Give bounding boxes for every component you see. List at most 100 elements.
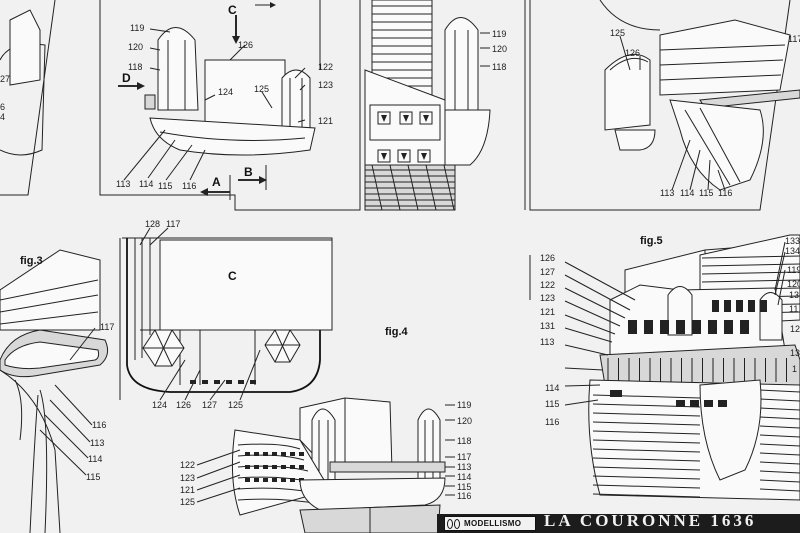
figure-5-title: fig.5 [640, 235, 663, 247]
bracket-tick [226, 380, 232, 384]
label-4: 4 [0, 112, 5, 122]
plank-line [237, 443, 301, 450]
stern-view-top-left [118, 2, 316, 200]
view-a: A [212, 175, 221, 189]
label-117: 117 [788, 34, 800, 44]
window-pane [740, 320, 749, 334]
plank-line [701, 263, 800, 267]
window-pane [724, 300, 731, 312]
port-slot [299, 452, 304, 456]
labels-bottom-center: 119 120 118 117 113 114 115 116 122 123 … [180, 400, 472, 507]
label-113: 113 [660, 188, 674, 198]
window-pane [676, 320, 685, 334]
port-slot [263, 478, 268, 482]
label-124: 124 [218, 87, 233, 97]
window-arrow [381, 153, 387, 160]
label-126: 126 [625, 48, 640, 58]
plank-line [759, 452, 800, 456]
label-125: 125 [228, 400, 243, 410]
port-slot [272, 452, 277, 456]
plank-line [592, 484, 701, 489]
figure-3-title: fig.3 [20, 255, 43, 267]
plank-line [759, 461, 800, 465]
label-116: 116 [718, 188, 732, 198]
view-c: C [228, 3, 237, 17]
window-arrow [423, 115, 429, 122]
plank-line [759, 416, 800, 420]
view-c-lower: C [228, 269, 237, 283]
plank-line [592, 430, 701, 435]
label-118: 118 [128, 62, 142, 72]
label-120: 120 [492, 44, 507, 54]
label-13b: 13 [790, 348, 800, 358]
panel-fig5 [529, 234, 800, 501]
window-pane [760, 300, 767, 312]
view-d: D [122, 71, 131, 85]
port-slot [290, 478, 295, 482]
port-slot [263, 465, 268, 469]
label-125: 125 [610, 28, 625, 38]
label-125: 125 [254, 84, 269, 94]
sheet-title: LA COURONNE 1636 [544, 511, 757, 530]
window-arrow [421, 153, 427, 160]
panel-fig4 [119, 227, 333, 401]
plank-line [592, 457, 701, 462]
window-arrow [381, 115, 387, 122]
port-slot [272, 465, 277, 469]
labels-top-right: 125 126 117 113 114 115 116 [610, 28, 800, 198]
window-pane [724, 320, 733, 334]
label-122: 122 [180, 460, 195, 470]
hatch-line [443, 164, 455, 211]
labels-fig3: fig.3 117 116 113 114 115 [20, 255, 114, 482]
gun-port [610, 390, 622, 397]
window-pane [748, 300, 755, 312]
label-119: 119 [457, 400, 471, 410]
label-115: 115 [86, 472, 100, 482]
bracket-tick [190, 380, 196, 384]
labels-fig4: fig.4 C 128 117 124 126 127 125 [145, 219, 408, 410]
label-11: 11 [789, 304, 798, 314]
port-slot [245, 452, 250, 456]
label-121: 121 [180, 485, 195, 495]
label-115: 115 [457, 482, 471, 492]
label-119: 119 [130, 23, 144, 33]
bracket-tick [250, 380, 256, 384]
brand-badge: MODELLISMO [444, 516, 536, 531]
label-117: 117 [457, 452, 471, 462]
label-12: 12 [790, 324, 800, 334]
label-13a: 13 [789, 290, 799, 300]
label-114: 114 [457, 472, 471, 482]
stern-view-bottom-center [196, 397, 455, 533]
panel-top-right [529, 0, 800, 211]
brand-logo-icon [447, 518, 461, 529]
figure-4-title: fig.4 [385, 326, 408, 338]
plank-line [701, 279, 800, 283]
gun-port [676, 400, 685, 407]
plank-line [592, 475, 701, 480]
gun-port [690, 400, 699, 407]
hatch-line [407, 164, 419, 211]
plank-line [592, 421, 701, 426]
window-pane [692, 320, 701, 334]
label-118: 118 [492, 62, 506, 72]
brand-name: MODELLISMO [464, 519, 522, 528]
bracket-tick [238, 380, 244, 384]
label-128: 128 [145, 219, 160, 229]
label-122: 122 [318, 62, 333, 72]
label-119: 119 [787, 265, 800, 275]
label-121: 121 [318, 116, 333, 126]
view-b: B [244, 165, 253, 179]
port-slot [281, 478, 286, 482]
label-116: 116 [457, 491, 471, 501]
label-115: 115 [158, 181, 172, 191]
window-pane [712, 300, 719, 312]
label-118: 118 [457, 436, 471, 446]
label-123: 123 [540, 293, 555, 303]
hatch-line [425, 164, 437, 211]
plank-line [759, 407, 800, 411]
label-122: 122 [540, 280, 555, 290]
port-slot [281, 452, 286, 456]
label-123: 123 [180, 473, 195, 483]
window-arrow [403, 115, 409, 122]
plank-line [759, 398, 800, 402]
